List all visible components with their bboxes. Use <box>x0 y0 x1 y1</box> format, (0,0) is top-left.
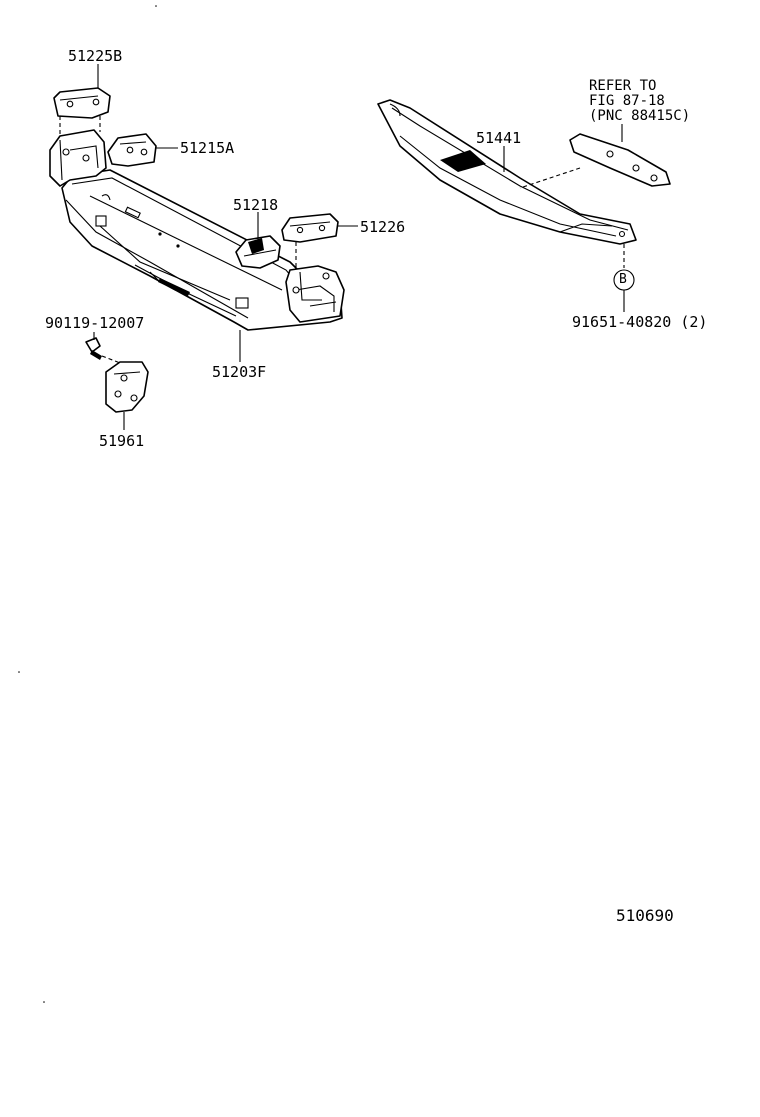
label-90119-12007: 90119-12007 <box>45 314 145 332</box>
label-51225B: 51225B <box>68 47 123 65</box>
diagram-number: 510690 <box>616 906 674 925</box>
label-51226: 51226 <box>360 218 406 236</box>
reference-line-1: REFER TO <box>589 78 657 94</box>
crossmember-51203F <box>49 129 345 331</box>
label-51218: 51218 <box>233 196 279 214</box>
label-91651-40820: 91651-40820 (2) <box>572 313 708 331</box>
bracket-51215A <box>107 133 157 167</box>
bolt-90119-12007 <box>85 337 129 367</box>
bracket-51961 <box>105 361 149 413</box>
callout-b-letter: B <box>619 272 627 287</box>
bracket-51225B <box>53 87 111 136</box>
bracket-51226 <box>281 213 339 270</box>
reference-line-3: (PNC 88415C) <box>589 108 691 124</box>
mount-51218 <box>235 235 281 269</box>
reference-line-2: FIG 87-18 <box>589 93 665 109</box>
label-51961: 51961 <box>99 432 145 450</box>
plate-51441 <box>377 99 637 245</box>
reference-bracket <box>519 133 671 189</box>
label-51215A: 51215A <box>180 139 235 157</box>
label-51441: 51441 <box>476 129 522 147</box>
label-51203F: 51203F <box>212 363 267 381</box>
